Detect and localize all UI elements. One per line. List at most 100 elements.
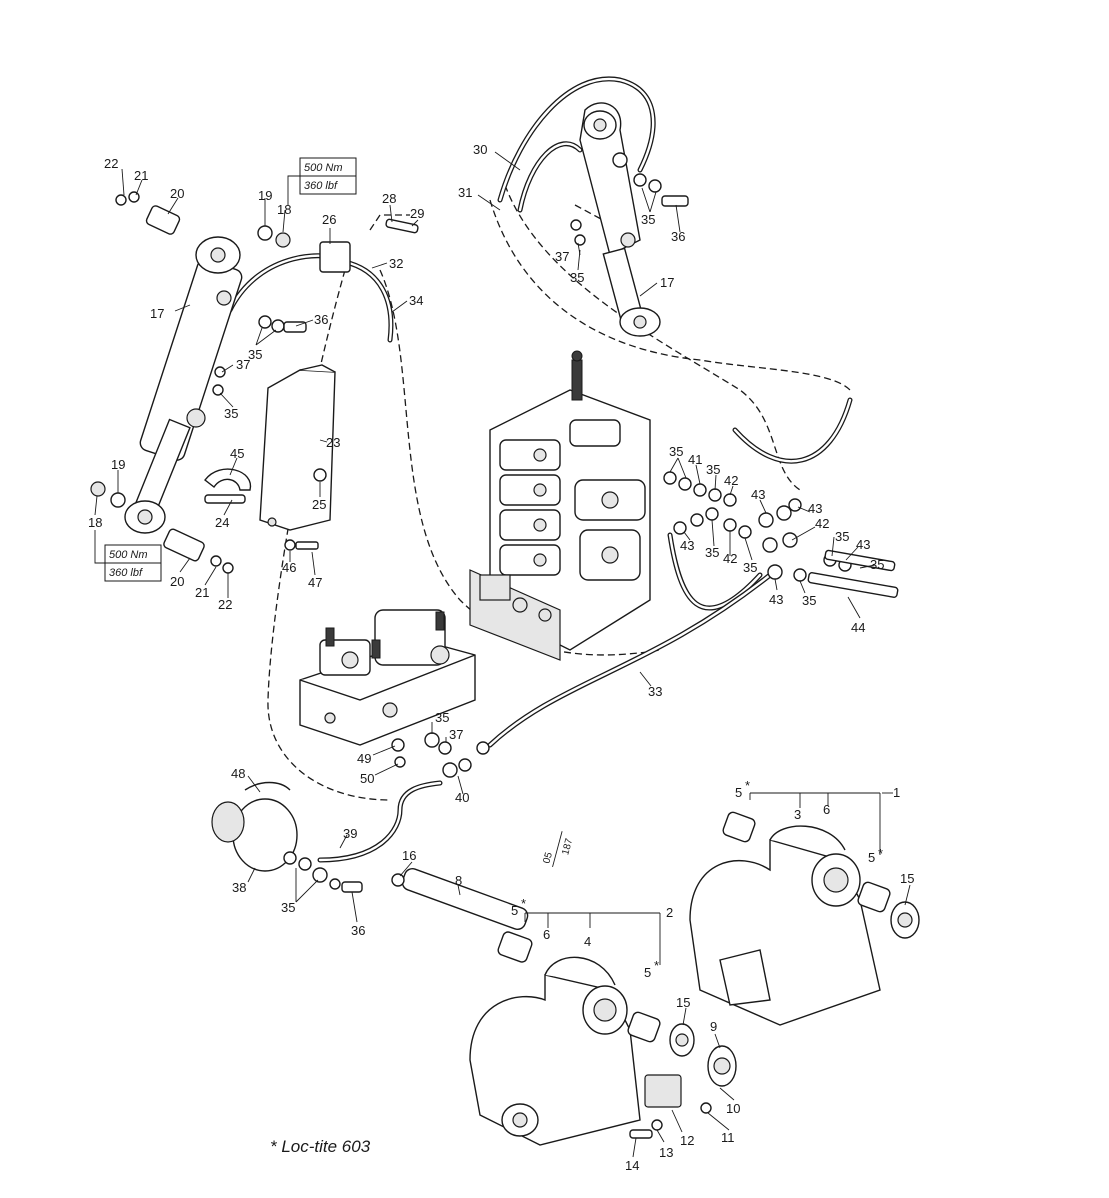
label-35-m: 35: [281, 900, 295, 915]
label-33: 33: [648, 684, 662, 699]
label-43-b: 43: [808, 501, 822, 516]
label-5-front: 5: [511, 903, 518, 918]
label-49: 49: [357, 751, 371, 766]
lift-cylinder-left: [90, 191, 307, 574]
label-3: 3: [794, 807, 801, 822]
label-35-a: 35: [248, 347, 262, 362]
label-35-d: 35: [641, 212, 655, 227]
label-18-bottom: 18: [88, 515, 102, 530]
label-43-a: 43: [751, 487, 765, 502]
torque-bottom-nm: 500 Nm: [109, 549, 148, 561]
label-20-top: 20: [170, 186, 184, 201]
label-42-b: 42: [815, 516, 829, 531]
label-40: 40: [455, 790, 469, 805]
label-22-bottom: 22: [218, 597, 232, 612]
label-6-front: 6: [543, 927, 550, 942]
leader-lines: [94, 151, 911, 1158]
torque-top-lbf: 360 lbf: [304, 180, 338, 192]
housing-front: [469, 956, 737, 1146]
label-15-rear: 15: [900, 871, 914, 886]
label-22-top: 22: [104, 156, 118, 171]
label-37-a: 37: [236, 357, 250, 372]
label-35-g: 35: [705, 545, 719, 560]
ref-code-top: 05: [541, 851, 555, 865]
label-6-rear: 6: [823, 802, 830, 817]
label-9: 9: [710, 1019, 717, 1034]
label-35-l: 35: [435, 710, 449, 725]
label-34: 34: [409, 293, 423, 308]
label-35-k: 35: [870, 557, 884, 572]
label-35-b: 35: [224, 406, 238, 421]
housing-rear: [689, 825, 920, 1026]
label-21-top: 21: [134, 168, 148, 183]
label-35-h: 35: [743, 560, 757, 575]
label-35-e: 35: [669, 444, 683, 459]
label-29: 29: [410, 206, 424, 221]
label-11: 11: [721, 1130, 735, 1145]
label-50: 50: [360, 771, 374, 786]
label-36-a: 36: [314, 312, 328, 327]
label-44: 44: [851, 620, 865, 635]
star-5-rear: *: [878, 846, 883, 861]
label-32: 32: [389, 256, 403, 271]
torque-top-nm: 500 Nm: [304, 162, 343, 174]
label-13: 13: [659, 1145, 673, 1160]
label-26: 26: [322, 212, 336, 227]
label-46: 46: [282, 560, 296, 575]
label-48: 48: [231, 766, 245, 781]
label-30: 30: [473, 142, 487, 157]
label-14: 14: [625, 1158, 639, 1173]
torque-bottom-lbf: 360 lbf: [109, 567, 143, 579]
assembly-brackets: [524, 792, 893, 965]
label-20-bottom: 20: [170, 574, 184, 589]
label-42-a: 42: [724, 473, 738, 488]
label-43-c: 43: [680, 538, 694, 553]
label-38: 38: [232, 880, 246, 895]
label-19-top: 19: [258, 188, 272, 203]
label-28: 28: [382, 191, 396, 206]
label-35-i: 35: [802, 593, 816, 608]
ref-code-bottom: 187: [560, 837, 575, 856]
label-10: 10: [726, 1101, 740, 1116]
label-36-b: 36: [671, 229, 685, 244]
control-valve-block: [469, 350, 651, 661]
label-39: 39: [343, 826, 357, 841]
label-37-b: 37: [555, 249, 569, 264]
label-42-c: 42: [723, 551, 737, 566]
label-15-front: 15: [676, 995, 690, 1010]
label-5-top: 5: [735, 785, 742, 800]
label-41: 41: [688, 452, 702, 467]
star-5-lower: *: [654, 958, 659, 973]
label-23: 23: [326, 435, 340, 450]
torque-spec-top: 500 Nm 360 lbf: [287, 157, 357, 205]
torque-spec-bottom: 500 Nm 360 lbf: [94, 530, 162, 582]
label-5-lower: 5: [644, 965, 651, 980]
label-25: 25: [312, 497, 326, 512]
label-47: 47: [308, 575, 322, 590]
loctite-footnote: * Loc-tite 603: [270, 1137, 371, 1156]
label-37-c: 37: [449, 727, 463, 742]
label-1: 1: [893, 785, 900, 800]
label-8: 8: [455, 873, 462, 888]
label-45: 45: [230, 446, 244, 461]
label-5-rear: 5: [868, 850, 875, 865]
accumulator: [211, 781, 363, 893]
star-5-front: *: [521, 896, 526, 911]
label-31: 31: [458, 185, 472, 200]
label-43-d: 43: [769, 592, 783, 607]
label-36-c: 36: [351, 923, 365, 938]
label-18-top: 18: [277, 202, 291, 217]
label-2: 2: [666, 905, 673, 920]
label-21-bottom: 21: [195, 585, 209, 600]
label-17-left: 17: [150, 306, 164, 321]
label-16: 16: [402, 848, 416, 863]
label-4: 4: [584, 934, 591, 949]
label-35-f: 35: [706, 462, 720, 477]
mounting-bracket: [204, 218, 419, 551]
label-17-right: 17: [660, 275, 674, 290]
lift-cylinder-right: [570, 102, 689, 337]
label-12: 12: [680, 1133, 694, 1148]
label-24: 24: [215, 515, 229, 530]
auxiliary-valve: [299, 609, 490, 778]
